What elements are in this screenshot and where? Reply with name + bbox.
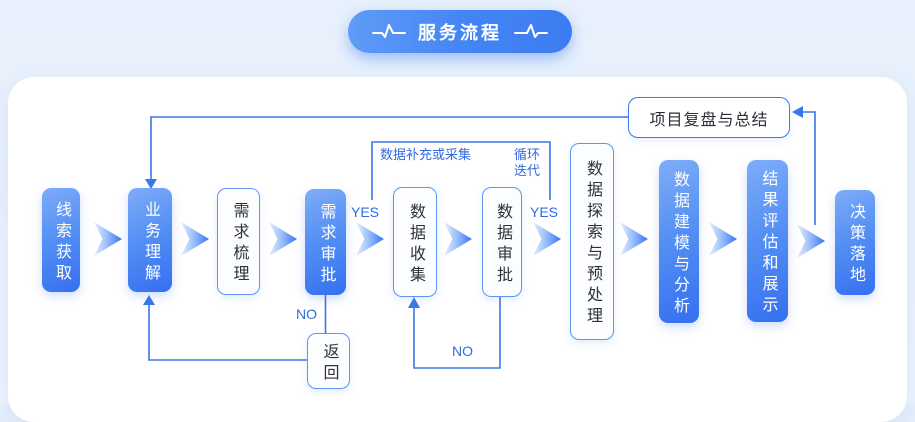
- label-loop-supplement: 数据补充或采集: [380, 147, 472, 162]
- label-no-requirement: NO: [296, 306, 317, 322]
- pulse-line-left-icon: [372, 23, 406, 38]
- node-data-approval: 数据审批: [482, 187, 522, 297]
- node-data-collection: 数据收集: [393, 187, 437, 297]
- label-yes-data: YES: [530, 204, 559, 220]
- node-label: 数据建模与分析: [671, 170, 688, 318]
- label-yes-requirement: YES: [351, 204, 380, 220]
- node-label: 需求审批: [317, 202, 335, 287]
- node-data-modeling-analysis: 数据建模与分析: [659, 160, 699, 323]
- node-label: 结果评估和展示: [759, 170, 777, 317]
- node-label: 项目复盘与总结: [649, 111, 769, 129]
- node-label: 需求梳理: [230, 202, 248, 286]
- header-pill: 服务流程: [348, 10, 572, 53]
- node-requirement-approval: 需求审批: [305, 189, 346, 295]
- node-business-understanding: 业务理解: [128, 188, 172, 292]
- node-data-exploration-preprocessing: 数据探索与预处理: [570, 143, 614, 340]
- node-label: 线索获取: [53, 200, 70, 285]
- node-label: 业务理解: [142, 200, 159, 285]
- node-label: 数据审批: [494, 202, 511, 287]
- node-label: 返回: [320, 342, 338, 385]
- node-return: 返回: [307, 333, 350, 389]
- node-label: 数据收集: [407, 202, 424, 287]
- node-lead-acquisition: 线索获取: [42, 188, 80, 292]
- node-requirement-sorting: 需求梳理: [217, 188, 260, 295]
- node-label: 决策落地: [847, 203, 864, 287]
- label-no-data: NO: [452, 343, 473, 359]
- node-project-review-summary: 项目复盘与总结: [628, 97, 790, 138]
- node-decision-implementation: 决策落地: [835, 190, 875, 295]
- page-title: 服务流程: [418, 22, 502, 43]
- label-loop-iteration: 循环迭代: [514, 147, 541, 178]
- pulse-line-right-icon: [514, 23, 548, 38]
- node-result-evaluation-display: 结果评估和展示: [747, 160, 788, 322]
- node-label: 数据探索与预处理: [584, 160, 601, 328]
